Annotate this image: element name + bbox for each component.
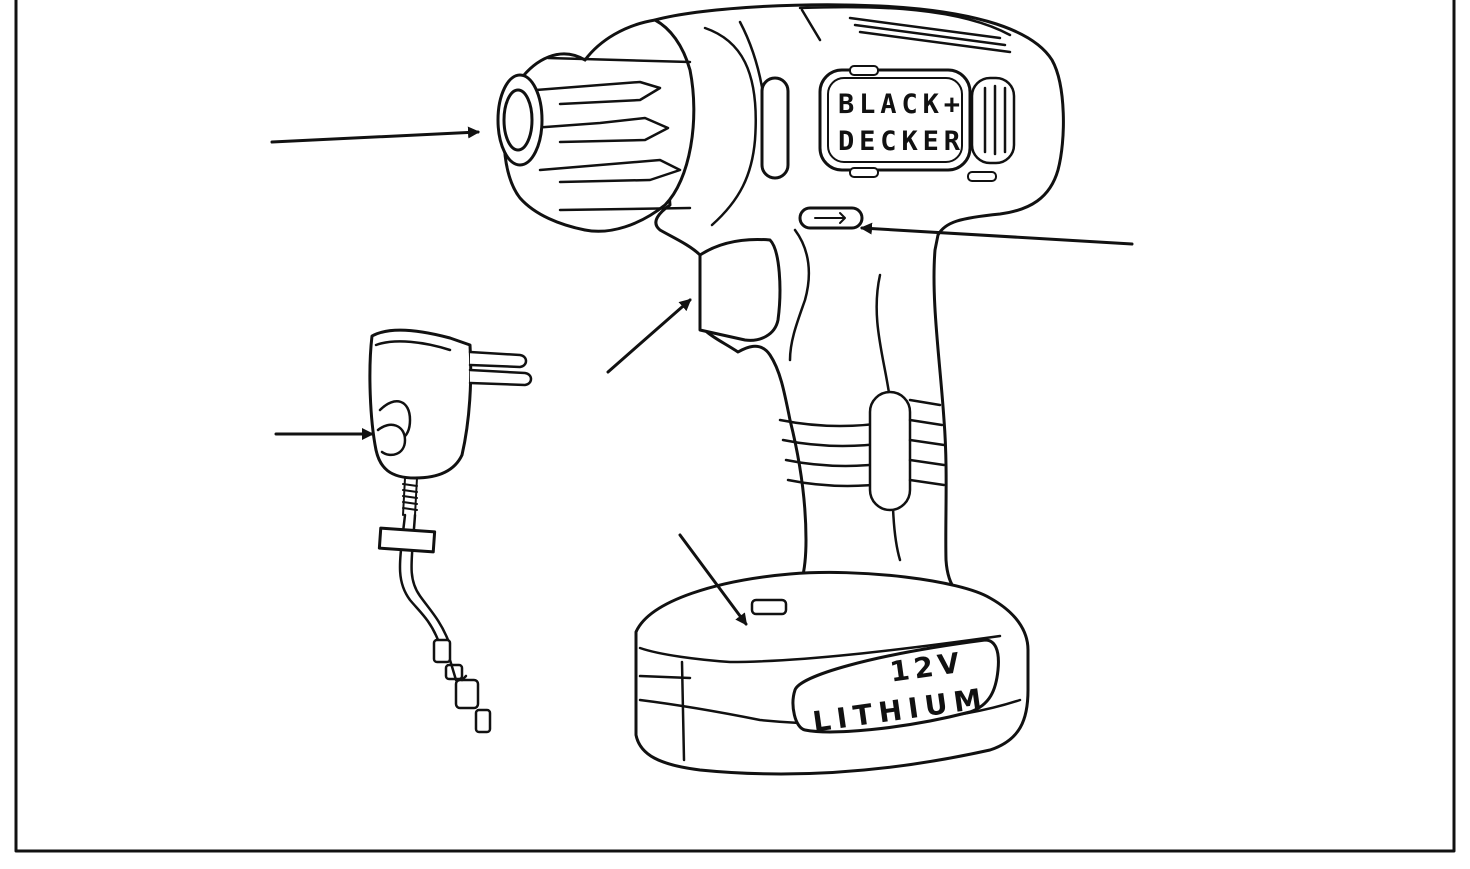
battery-pack: 12V LITHIUM [634,570,1030,776]
plug-prongs [468,350,533,387]
cable-tag [377,526,437,554]
direction-switch [798,206,864,230]
trigger [698,238,782,342]
rear-vent [970,76,1016,165]
charger-body [368,328,473,480]
handle-grip [778,390,946,512]
vent-slot [760,76,790,180]
chuck-nose [496,73,544,167]
callouts [270,126,1134,626]
chuck-callout-arrow [270,126,480,144]
trigger-callout-arrow [606,298,692,374]
chuck-ribs [530,56,692,212]
top-grip [798,5,1012,54]
barrel-connector [432,638,492,734]
brand-badge: BLACK+ DECKER [818,68,972,172]
direction-switch-callout-arrow [860,222,1134,246]
drill-illustration: BLACK+ DECKER [496,3,1065,776]
battery-release-button [750,598,788,616]
charger-illustration [368,328,533,734]
diagram-frame [14,0,1456,853]
battery-release-callout-arrow [678,533,748,626]
cable-strain-relief [402,477,418,516]
